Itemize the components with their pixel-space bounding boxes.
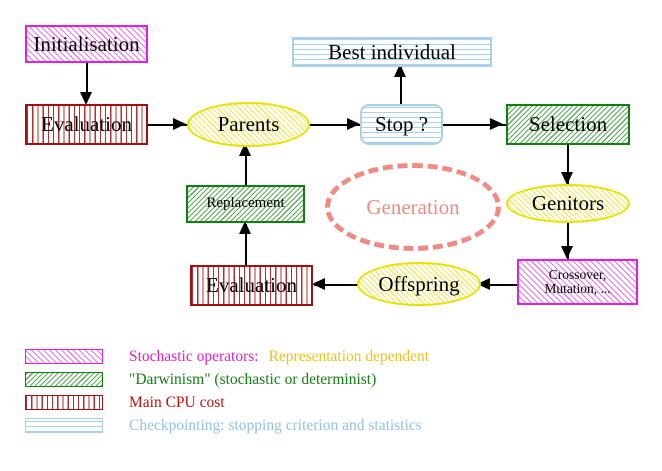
legend: Stochastic operators: Representation depe… bbox=[25, 345, 429, 437]
node-replacement-label: Replacement bbox=[206, 195, 285, 212]
node-best-individual-label: Best individual bbox=[328, 39, 456, 64]
legend-label-stochastic-operators: Stochastic operators: Representation depe… bbox=[129, 348, 429, 366]
node-offspring[interactable]: Offspring bbox=[357, 262, 481, 306]
edge-parents-to-stop bbox=[309, 124, 362, 126]
arrowhead-right-selection bbox=[490, 118, 503, 130]
arrowhead-down-crossover bbox=[561, 246, 573, 259]
legend-text-main-cpu-cost: Main CPU cost bbox=[129, 393, 225, 411]
legend-row-checkpointing: Checkpointing: stopping criterion and st… bbox=[25, 414, 429, 437]
edge-genitors-to-crossover bbox=[567, 222, 569, 260]
node-generation-label: Generation bbox=[366, 194, 460, 219]
edge-evaluation-top-to-parents bbox=[148, 124, 188, 126]
node-selection-label: Selection bbox=[528, 112, 608, 137]
node-offspring-label: Offspring bbox=[378, 271, 460, 296]
node-evaluation-top-label: Evaluation bbox=[41, 112, 132, 137]
legend-swatch-magenta-diagonal-hatch bbox=[25, 349, 103, 364]
edge-crossover-to-offspring bbox=[481, 284, 517, 286]
legend-text-darwinism: "Darwinism" (stochastic or determinist) bbox=[129, 370, 377, 388]
legend-row-darwinism: "Darwinism" (stochastic or determinist) bbox=[25, 368, 429, 391]
node-evaluation-top[interactable]: Evaluation bbox=[25, 104, 148, 145]
edge-selection-to-genitors bbox=[567, 145, 569, 185]
node-crossover-mutation-label: Crossover, Mutation, ... bbox=[544, 266, 611, 296]
node-evaluation-bottom-label: Evaluation bbox=[206, 273, 297, 298]
arrowhead-right-parents bbox=[173, 118, 186, 130]
edge-replacement-to-parents bbox=[245, 146, 247, 186]
node-generation-annotation: Generation bbox=[325, 163, 501, 251]
node-parents-label: Parents bbox=[217, 112, 280, 137]
legend-swatch-red-vertical-hatch bbox=[25, 395, 103, 410]
edge-initialisation-to-evaluation-top bbox=[86, 62, 88, 96]
node-genitors-label: Genitors bbox=[531, 191, 605, 216]
legend-label-darwinism: "Darwinism" (stochastic or determinist) bbox=[129, 371, 376, 389]
node-selection[interactable]: Selection bbox=[506, 104, 630, 145]
legend-text-stochastic-operators: Stochastic operators: bbox=[129, 347, 259, 365]
node-crossover-mutation[interactable]: Crossover, Mutation, ... bbox=[517, 259, 638, 305]
node-stop[interactable]: Stop ? bbox=[360, 104, 443, 145]
node-best-individual[interactable]: Best individual bbox=[292, 37, 492, 67]
legend-label-main-cpu-cost: Main CPU cost bbox=[129, 394, 225, 412]
node-stop-label: Stop ? bbox=[374, 112, 429, 137]
node-parents[interactable]: Parents bbox=[187, 102, 310, 147]
arrowhead-right-stop bbox=[347, 118, 360, 130]
legend-row-main-cpu-cost: Main CPU cost bbox=[25, 391, 429, 414]
node-initialisation[interactable]: Initialisation bbox=[25, 25, 148, 63]
legend-row-stochastic-operators: Stochastic operators: Representation depe… bbox=[25, 345, 429, 368]
edge-offspring-to-evaluation-bottom bbox=[314, 284, 359, 286]
legend-label-checkpointing: Checkpointing: stopping criterion and st… bbox=[129, 417, 422, 435]
edge-evaluation-bottom-to-replacement bbox=[245, 224, 247, 266]
node-initialisation-label: Initialisation bbox=[33, 31, 140, 56]
node-evaluation-bottom[interactable]: Evaluation bbox=[190, 265, 313, 306]
arrowhead-left-evaluation-bottom bbox=[312, 278, 325, 290]
legend-swatch-blue-horizontal-hatch bbox=[25, 418, 103, 433]
edge-stop-to-best-individual bbox=[400, 67, 402, 105]
legend-swatch-green-diagonal-hatch bbox=[25, 372, 103, 387]
arrowhead-down-evaluation-top bbox=[80, 92, 92, 105]
legend-text-representation-dependent: Representation dependent bbox=[268, 347, 430, 365]
arrowhead-up-best-individual bbox=[394, 64, 406, 77]
edge-stop-to-selection bbox=[443, 124, 506, 126]
node-genitors[interactable]: Genitors bbox=[506, 184, 630, 223]
arrowhead-down-genitors bbox=[561, 172, 573, 185]
arrowhead-up-replacement bbox=[239, 221, 251, 234]
legend-text-checkpointing: Checkpointing: stopping criterion and st… bbox=[129, 416, 422, 434]
node-replacement[interactable]: Replacement bbox=[186, 185, 305, 223]
